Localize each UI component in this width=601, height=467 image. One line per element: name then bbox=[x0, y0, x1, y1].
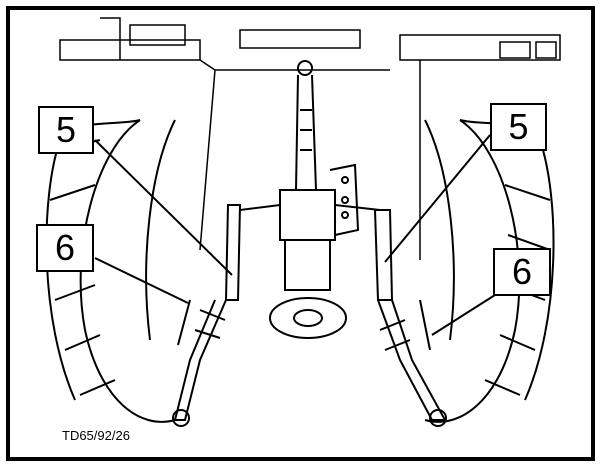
right-lower-link bbox=[373, 209, 447, 427]
leader-left-5 bbox=[94, 139, 233, 276]
top-link bbox=[294, 60, 318, 191]
callout-left-5: 5 bbox=[38, 106, 94, 154]
leader-right-5 bbox=[384, 134, 491, 263]
callout-right-6: 6 bbox=[493, 248, 551, 296]
leader-lines bbox=[94, 134, 496, 336]
leader-right-6 bbox=[431, 294, 496, 336]
left-lower-link bbox=[172, 204, 242, 427]
rear-housing bbox=[239, 163, 381, 339]
figure-code: TD65/92/26 bbox=[62, 428, 130, 443]
tractor-cab-outline bbox=[59, 17, 561, 260]
diagram-border bbox=[6, 6, 595, 461]
callout-left-6: 6 bbox=[36, 224, 94, 272]
callout-right-5: 5 bbox=[490, 103, 547, 151]
leader-left-6 bbox=[94, 257, 189, 304]
